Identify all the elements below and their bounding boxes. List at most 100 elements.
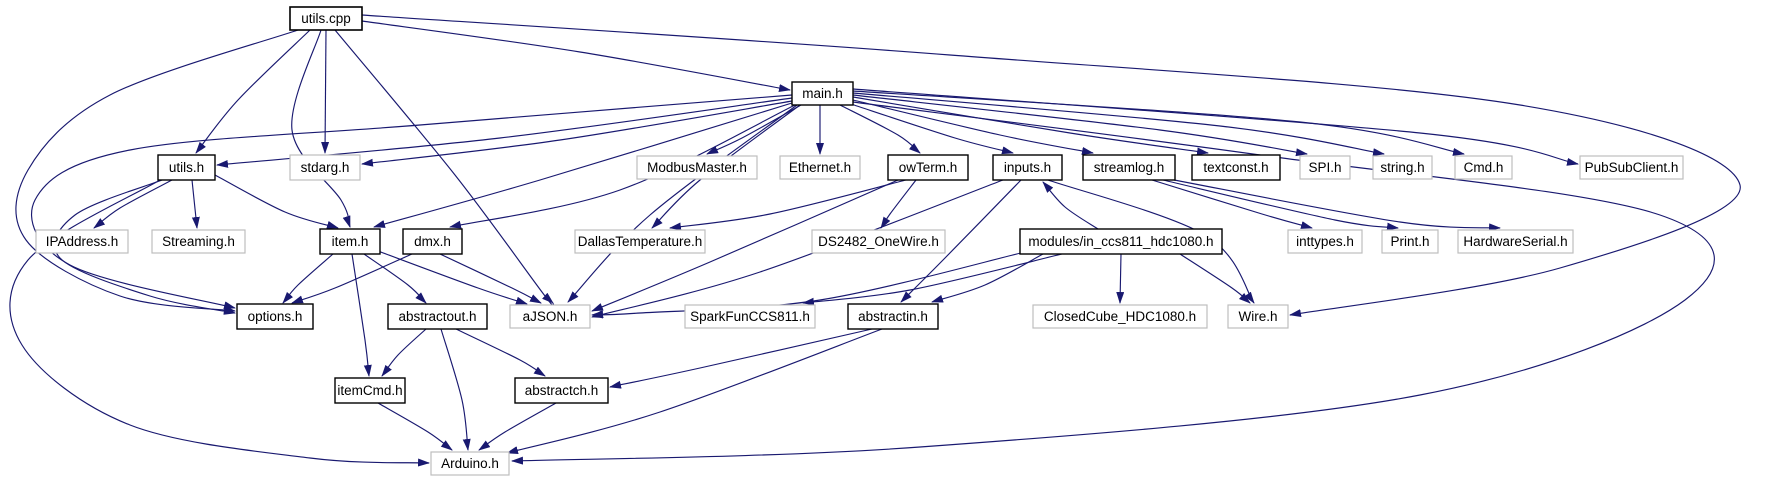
edge-mainh-to-arduino xyxy=(511,101,1715,465)
node-utilsh[interactable]: utils.h xyxy=(157,154,216,181)
node-label-inputsh: inputs.h xyxy=(1004,160,1051,175)
node-box-utilsh[interactable] xyxy=(157,154,216,181)
edge-itemcmd-to-arduino xyxy=(377,402,453,451)
graph-edges xyxy=(9,14,1741,467)
node-box-ajson xyxy=(509,304,591,329)
edge-mainh-to-ajson xyxy=(567,104,798,303)
edge-utilsh-to-options xyxy=(54,179,236,315)
node-box-modules[interactable] xyxy=(1019,228,1223,255)
node-hwserial: HardwareSerial.h xyxy=(1457,229,1574,254)
node-label-mainh: main.h xyxy=(802,86,843,101)
node-inttypes: inttypes.h xyxy=(1287,229,1363,254)
node-label-abstractch: abstractch.h xyxy=(525,383,599,398)
edge-mainh-to-streamlog xyxy=(852,99,1094,155)
edge-abstractin-to-abstractch xyxy=(609,328,873,389)
edge-itemh-to-abstractout xyxy=(363,253,427,304)
node-box-arduino xyxy=(430,451,510,476)
edge-utilscpp-to-mainh xyxy=(361,20,791,92)
node-label-dallas: DallasTemperature.h xyxy=(578,234,703,249)
node-box-cmdh xyxy=(1454,155,1513,180)
edge-mainh-to-stringh xyxy=(852,92,1385,157)
node-label-streamlog: streamlog.h xyxy=(1094,160,1165,175)
node-printh: Print.h xyxy=(1381,229,1439,254)
node-box-inttypes xyxy=(1287,229,1363,254)
node-box-utilscpp[interactable] xyxy=(289,6,363,31)
node-box-pubsub xyxy=(1579,155,1684,180)
node-box-options[interactable] xyxy=(236,303,314,330)
edge-mainh-to-stdargh xyxy=(361,100,793,167)
edge-itemh-to-ajson xyxy=(377,250,528,305)
node-streaming: Streaming.h xyxy=(151,229,246,254)
edge-mainh-to-textconst xyxy=(852,96,1209,156)
node-label-abstractout: abstractout.h xyxy=(398,309,476,324)
node-box-abstractin[interactable] xyxy=(847,303,939,330)
edge-mainh-to-cmdh xyxy=(852,90,1465,156)
edge-owterm-to-ajson xyxy=(591,179,899,312)
node-box-itemh[interactable] xyxy=(319,228,381,255)
node-ajson: aJSON.h xyxy=(509,304,591,329)
node-box-abstractch[interactable] xyxy=(514,377,609,404)
node-box-printh xyxy=(1381,229,1439,254)
node-box-abstractout[interactable] xyxy=(387,303,488,330)
edge-mainh-to-spih xyxy=(852,94,1308,157)
node-wireh: Wire.h xyxy=(1227,304,1289,329)
edge-mainh-to-itemh xyxy=(373,102,793,228)
node-label-closedcube: ClosedCube_HDC1080.h xyxy=(1044,309,1196,324)
edge-modules-to-wireh xyxy=(1179,253,1251,304)
edge-utilsh-to-arduino xyxy=(9,179,430,467)
node-label-ethernet: Ethernet.h xyxy=(789,160,851,175)
node-dallas: DallasTemperature.h xyxy=(574,229,706,254)
node-textconst[interactable]: textconst.h xyxy=(1191,154,1281,181)
node-label-ajson: aJSON.h xyxy=(523,309,578,324)
node-label-spih: SPI.h xyxy=(1308,160,1341,175)
edge-utilscpp-to-wireh xyxy=(361,14,1741,318)
node-inputsh[interactable]: inputs.h xyxy=(992,154,1063,181)
node-mainh[interactable]: main.h xyxy=(791,81,854,106)
node-box-streamlog[interactable] xyxy=(1082,154,1176,181)
node-label-utilscpp: utils.cpp xyxy=(301,11,351,26)
node-box-dmxh[interactable] xyxy=(402,228,463,255)
node-label-wireh: Wire.h xyxy=(1238,309,1277,324)
edge-abstractch-to-arduino xyxy=(478,402,557,451)
node-box-ipaddress xyxy=(35,229,129,254)
edge-utilscpp-to-options xyxy=(15,29,299,314)
node-label-stringh: string.h xyxy=(1380,160,1424,175)
node-stdargh: stdarg.h xyxy=(289,154,361,181)
node-label-owterm: owTerm.h xyxy=(899,160,958,175)
node-modules[interactable]: modules/in_ccs811_hdc1080.h xyxy=(1019,228,1223,255)
edge-utilsh-to-ipaddress xyxy=(93,179,173,229)
node-label-arduino: Arduino.h xyxy=(441,456,499,471)
edge-owterm-to-dallas xyxy=(669,179,907,231)
node-label-printh: Print.h xyxy=(1390,234,1429,249)
node-abstractin[interactable]: abstractin.h xyxy=(847,303,939,330)
node-box-textconst[interactable] xyxy=(1191,154,1281,181)
node-ipaddress: IPAddress.h xyxy=(35,229,129,254)
node-label-hwserial: HardwareSerial.h xyxy=(1463,234,1567,249)
node-options[interactable]: options.h xyxy=(236,303,314,330)
node-label-streaming: Streaming.h xyxy=(162,234,235,249)
node-itemcmd[interactable]: itemCmd.h xyxy=(334,377,406,404)
edge-modules-to-abstractin xyxy=(931,253,1044,303)
node-streamlog[interactable]: streamlog.h xyxy=(1082,154,1176,181)
node-utilscpp[interactable]: utils.cpp xyxy=(289,6,363,31)
node-abstractout[interactable]: abstractout.h xyxy=(387,303,488,330)
node-box-itemcmd[interactable] xyxy=(334,377,406,404)
node-label-inttypes: inttypes.h xyxy=(1296,234,1354,249)
edge-itemh-to-options xyxy=(282,253,334,304)
edge-abstractout-to-arduino xyxy=(440,328,471,451)
node-abstractch[interactable]: abstractch.h xyxy=(514,377,609,404)
node-label-utilsh: utils.h xyxy=(169,160,204,175)
node-box-inputsh[interactable] xyxy=(992,154,1063,181)
node-itemh[interactable]: item.h xyxy=(319,228,381,255)
node-owterm[interactable]: owTerm.h xyxy=(887,154,969,181)
node-box-owterm[interactable] xyxy=(887,154,969,181)
node-label-itemh: item.h xyxy=(332,234,369,249)
edge-mainh-to-options xyxy=(31,94,793,310)
node-box-wireh xyxy=(1227,304,1289,329)
node-ethernet: Ethernet.h xyxy=(779,155,861,180)
node-box-mainh[interactable] xyxy=(791,81,854,106)
node-label-abstractin: abstractin.h xyxy=(858,309,928,324)
node-dmxh[interactable]: dmx.h xyxy=(402,228,463,255)
